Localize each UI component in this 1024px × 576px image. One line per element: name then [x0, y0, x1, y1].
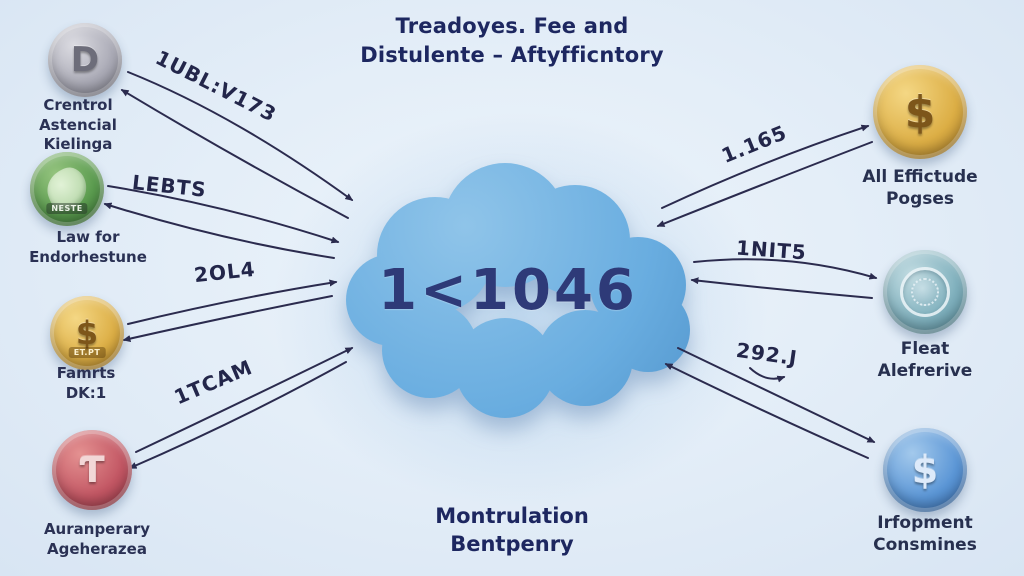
node-label-famrts: Famrts DK:1: [16, 364, 156, 403]
label-line: Crentrol: [43, 96, 113, 114]
node-icon-famrts: $ ET.PT: [50, 296, 124, 370]
letter-d-coin-icon: D: [70, 40, 100, 80]
footer-line-2: Bentpenry: [450, 532, 574, 557]
node-label-crentrol: Crentrol Astencial Kielinga: [8, 96, 148, 155]
label-line: Astencial: [39, 115, 117, 134]
label-line: Kielinga: [43, 135, 113, 153]
dollar-icon: $: [75, 314, 99, 352]
label-line: Auranperary: [43, 520, 151, 538]
node-label-law: Law for Endorhestune: [18, 228, 158, 267]
cloud-value: 1<1046: [378, 258, 638, 323]
gold-coin-badge: ET.PT: [68, 347, 106, 359]
emblem-seal-icon: [899, 266, 951, 318]
node-icon-effictude: $: [873, 65, 967, 159]
letter-t-icon: Ƭ: [79, 449, 105, 491]
node-icon-irfopment: $: [883, 428, 967, 512]
label-line: Endorhestune: [29, 247, 147, 266]
arrow-lines: [103, 71, 878, 469]
title-line-1: Treadoyes. Fee and: [395, 14, 629, 38]
dollar-icon: $: [904, 86, 936, 138]
dollar-icon: $: [911, 448, 939, 492]
label-line: Consmines: [873, 535, 977, 556]
label-line: Pogses: [885, 189, 955, 210]
node-icon-crentrol: D: [48, 23, 122, 97]
node-icon-law: NESTE: [30, 152, 104, 226]
label-line: Fleat: [900, 339, 950, 359]
label-line: Irfopment: [877, 513, 973, 533]
cloud-shape: [346, 163, 690, 418]
emblem-seal-inner: [911, 278, 939, 306]
node-label-fleat: Fleat Alefrerive: [845, 338, 1005, 382]
label-line: Alefrerive: [877, 361, 973, 382]
diagram-title: Treadoyes. Fee and Distulente – Aftyffic…: [312, 12, 712, 71]
green-coin-badge: NESTE: [46, 203, 88, 215]
node-icon-auranperary: Ƭ: [52, 430, 132, 510]
node-icon-fleat: [883, 250, 967, 334]
label-line: Law for: [56, 228, 120, 246]
label-line: DK:1: [65, 383, 107, 402]
label-line: All Effictude: [862, 167, 978, 187]
small-hook-arrow: [749, 367, 786, 383]
title-line-2: Distulente – Aftyfficntory: [360, 43, 664, 68]
footer-line-1: Montrulation: [435, 504, 589, 528]
node-label-auranperary: Auranperary Ageherazea: [17, 520, 177, 559]
label-line: Ageherazea: [47, 539, 147, 558]
label-line: Famrts: [56, 364, 116, 382]
node-label-irfopment: Irfopment Consmines: [840, 512, 1010, 556]
edge-label-1nit5: 1NIT5: [735, 235, 808, 265]
node-label-effictude: All Effictude Pogses: [830, 166, 1010, 210]
diagram-footer: Montrulation Bentpenry: [362, 502, 662, 559]
